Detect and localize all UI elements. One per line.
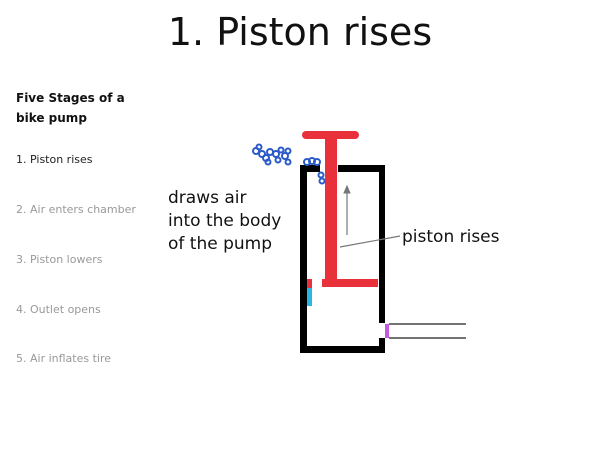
label-line: into the body: [168, 211, 282, 231]
sidebar-item-3[interactable]: 3. Piston lowers: [16, 253, 103, 266]
air-particles: [252, 143, 326, 185]
piston: [302, 131, 378, 288]
slide-title: 1. Piston rises: [167, 10, 433, 54]
sidebar-item-1[interactable]: 1. Piston rises: [16, 153, 93, 166]
label-line: of the pump: [168, 234, 273, 254]
leader-line: [339, 235, 401, 248]
sidebar-item-2[interactable]: 2. Air enters chamber: [16, 203, 136, 216]
motion-arrow-icon: [343, 184, 351, 235]
piston-rises-label: piston rises: [402, 227, 500, 247]
label-line: draws air: [168, 188, 247, 208]
sidebar-item-4[interactable]: 4. Outlet opens: [16, 303, 101, 316]
pump-body: [300, 165, 385, 353]
outlet-valve: [385, 324, 389, 338]
sidebar-item-5[interactable]: 5. Air inflates tire: [16, 352, 112, 365]
inlet-valve: [307, 288, 312, 306]
air-intake-label: draws air into the body of the pump: [168, 187, 281, 256]
sidebar-heading: Five Stages of a bike pump: [16, 91, 125, 125]
